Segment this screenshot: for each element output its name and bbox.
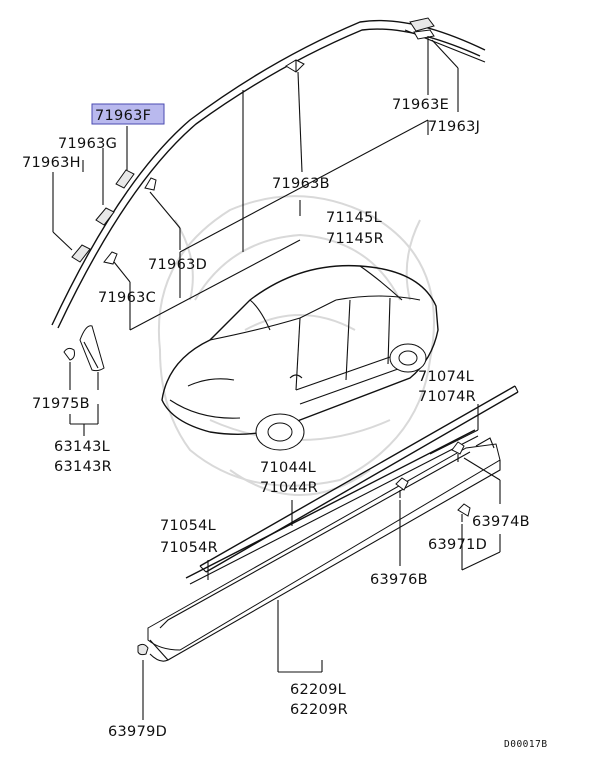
molding-clip-h [71,244,91,263]
label-71044l[interactable]: 71044L [260,460,316,476]
label-71963g[interactable]: 71963G [58,136,117,152]
car-illustration [161,264,439,451]
label-71963j[interactable]: 71963J [428,119,480,135]
label-71963h[interactable]: 71963H [22,155,81,171]
side-sill-garnish [137,437,501,662]
label-71963e[interactable]: 71963E [392,97,449,113]
label-71963d[interactable]: 71963D [148,257,207,273]
side-molding-lower [185,429,479,585]
label-71145r[interactable]: 71145R [326,231,384,247]
molding-clip-c [103,251,118,265]
roof-drip-molding [51,19,486,329]
label-63143r[interactable]: 63143R [54,459,112,475]
screw-63971d [457,503,471,522]
label-71074r[interactable]: 71074R [418,389,476,405]
molding-clip-g [95,207,115,226]
label-71054r[interactable]: 71054R [160,540,218,556]
label-71963c[interactable]: 71963C [98,290,156,306]
highlight-box [91,103,165,125]
label-62209l[interactable]: 62209L [290,682,346,698]
label-71074l[interactable]: 71074L [418,369,474,385]
watermark-emblem [157,195,435,496]
label-63971d[interactable]: 63971D [428,537,487,553]
label-71975b[interactable]: 71975B [32,396,90,412]
molding-clip-b [285,59,305,73]
label-63976b[interactable]: 63976B [370,572,428,588]
quarter-garnish [63,325,105,436]
label-71054l[interactable]: 71054L [160,518,216,534]
label-71044r[interactable]: 71044R [260,480,318,496]
label-71145l[interactable]: 71145L [326,210,382,226]
label-63974b[interactable]: 63974B [472,514,530,530]
label-63143l[interactable]: 63143L [54,439,110,455]
clip-63976b [395,477,409,498]
molding-clip-e [409,17,435,40]
leader-lines-side [142,404,501,720]
leader-lines-roof [52,36,459,331]
molding-clip-f [115,169,135,189]
label-71963b[interactable]: 71963B [272,176,330,192]
diagram-code: D00017B [504,739,548,750]
label-62209r[interactable]: 62209R [290,702,348,718]
label-71963f[interactable]: 71963F [95,108,151,124]
label-63979d[interactable]: 63979D [108,724,167,740]
clip-63974b [451,441,465,462]
molding-clip-d [144,177,157,191]
